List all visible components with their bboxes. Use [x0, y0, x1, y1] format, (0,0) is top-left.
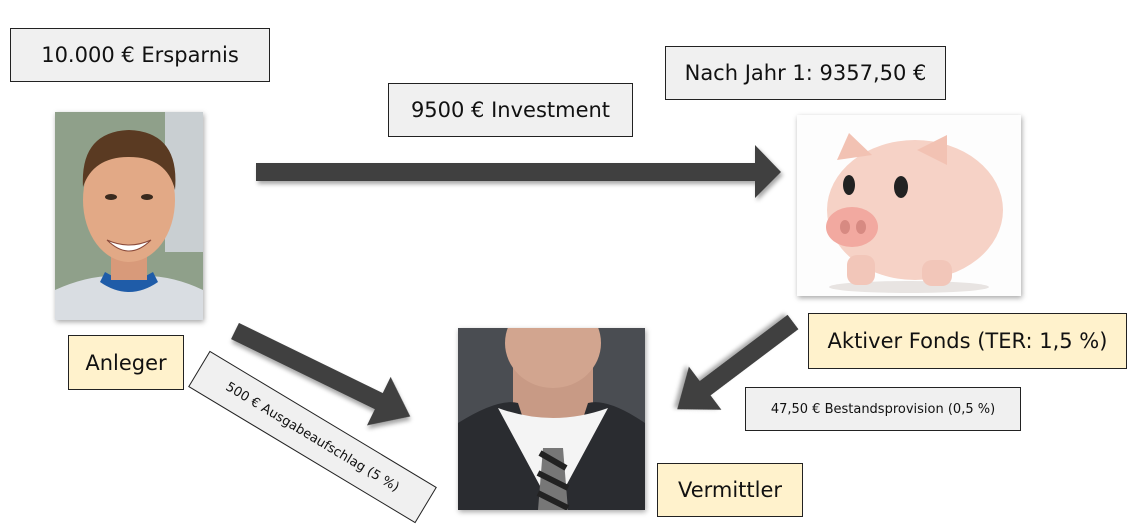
arrow-front-load: [231, 322, 411, 426]
broker-photo: [458, 328, 645, 510]
investor-photo: [55, 112, 203, 320]
investor-label: Anleger: [68, 335, 184, 390]
after-year-label: Nach Jahr 1: 9357,50 €: [665, 46, 946, 100]
fund-label: Aktiver Fonds (TER: 1,5 %): [808, 313, 1127, 369]
piggy-bank-photo: [797, 115, 1021, 296]
arrow-investment: [256, 145, 781, 198]
trail-commission-label: 47,50 € Bestandsprovision (0,5 %): [745, 387, 1021, 431]
investment-label: 9500 € Investment: [388, 83, 633, 137]
broker-label: Vermittler: [657, 463, 803, 517]
savings-label: 10.000 € Ersparnis: [10, 28, 270, 82]
arrow-trail-commission: [677, 314, 799, 410]
